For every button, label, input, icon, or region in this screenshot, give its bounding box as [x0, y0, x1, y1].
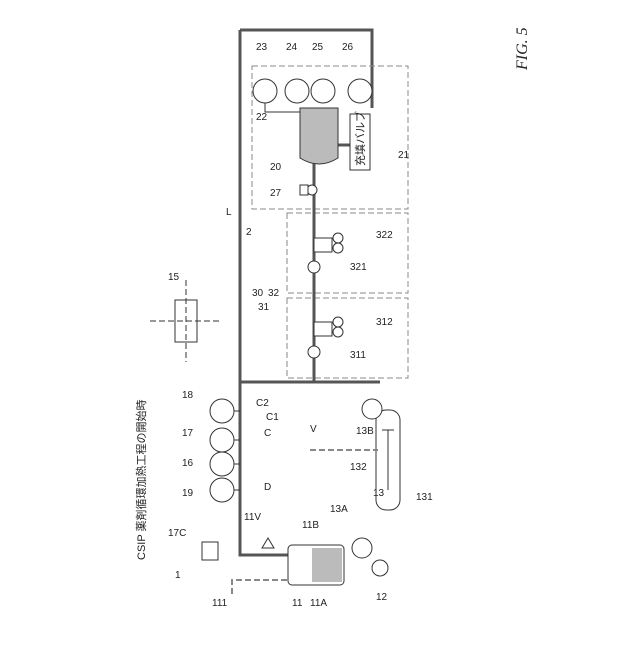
label-27: 27: [270, 188, 282, 199]
label-17C: 17C: [168, 528, 186, 539]
sterilizer-312-block: [314, 322, 332, 336]
tank-11: [288, 545, 344, 585]
sterilizer-322-b: [333, 243, 343, 253]
label-13: 13: [373, 488, 385, 499]
label-26: 26: [342, 42, 354, 53]
label-13B: 13B: [356, 426, 374, 437]
label-312: 312: [376, 317, 393, 328]
label-11: 11: [292, 598, 303, 609]
sensor-connection-line: [265, 103, 300, 112]
sterile-section-region-32: [287, 213, 408, 293]
label-2: 2: [246, 227, 252, 238]
label-30: 30: [252, 288, 264, 299]
label-19: 19: [182, 488, 194, 499]
label-12: 12: [376, 592, 388, 603]
label-L: L: [226, 207, 232, 218]
label-23: 23: [256, 42, 268, 53]
label-11B: 11B: [302, 520, 319, 531]
label-16: 16: [182, 458, 194, 469]
sensor-19: [210, 478, 234, 502]
sensor-17: [210, 428, 234, 452]
label-32: 32: [268, 288, 280, 299]
pump-12: [372, 560, 388, 576]
label-1: 1: [175, 570, 181, 581]
label-131: 131: [416, 492, 433, 503]
filling-valve-label: 充填バルブ: [353, 111, 367, 166]
label-C2: C2: [256, 398, 269, 409]
label-20: 20: [270, 162, 282, 173]
sterilizer-312-b: [333, 327, 343, 337]
figure-title: FIG. 5: [505, 8, 535, 78]
figure-title-text: FIG. 5: [514, 27, 531, 71]
label-22: 22: [256, 112, 268, 123]
controller-17C: [202, 542, 218, 560]
sensor-25: [311, 79, 335, 103]
label-11V: 11V: [244, 512, 261, 523]
controller-15-axis: [150, 280, 222, 362]
label-322: 322: [376, 230, 393, 241]
valve-11V: [262, 538, 274, 548]
label-31: 31: [258, 302, 270, 313]
label-V: V: [310, 424, 317, 435]
sterilizer-322-block: [314, 238, 332, 252]
line-111: [232, 580, 290, 594]
label-17: 17: [182, 428, 194, 439]
label-15: 15: [168, 272, 180, 283]
sterilizer-322-a: [333, 233, 343, 243]
sensor-13A: [352, 538, 372, 558]
label-C: C: [264, 428, 271, 439]
sensor-23: [253, 79, 277, 103]
pump-27-body: [300, 185, 308, 195]
sensor-24: [285, 79, 309, 103]
sterile-tank-20: [300, 108, 338, 164]
label-21: 21: [398, 150, 410, 161]
label-18: 18: [182, 390, 194, 401]
label-132: 132: [350, 462, 367, 473]
label-C1: C1: [266, 412, 279, 423]
sensor-16: [210, 452, 234, 476]
sterile-section-region-31: [287, 298, 408, 378]
label-311: 311: [350, 350, 366, 361]
label-11A: 11A: [310, 598, 327, 609]
heater-311: [308, 346, 320, 358]
label-D: D: [264, 482, 271, 493]
heater-321: [308, 261, 320, 273]
sensor-13B: [362, 399, 382, 419]
label-111: 111: [212, 598, 228, 609]
label-13A: 13A: [330, 504, 348, 515]
sensor-26: [348, 79, 372, 103]
sensor-18: [210, 399, 234, 423]
label-24: 24: [286, 42, 298, 53]
diagram-caption: CSIP 薬剤循環加熱工程の開始時: [134, 399, 148, 560]
sterilizer-312-a: [333, 317, 343, 327]
label-25: 25: [312, 42, 324, 53]
label-321: 321: [350, 262, 367, 273]
